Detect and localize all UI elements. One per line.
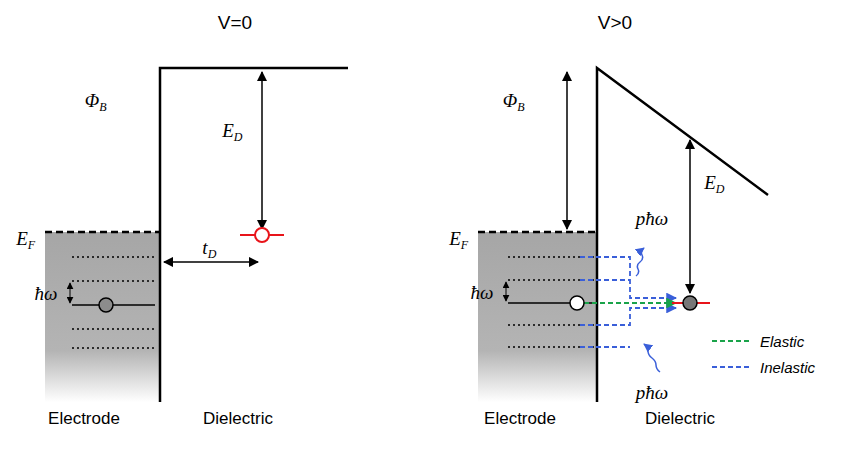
electrode-fill [478,232,597,402]
fermi-line [45,231,160,234]
electron [99,298,113,312]
subscript: B [517,101,524,113]
barrier-height-arrow [566,72,568,229]
region-name: Dielectric [645,410,715,427]
subscript: D [234,131,243,143]
empty-defect [255,228,269,242]
barrier-edge [160,68,348,402]
symbol: E [16,229,28,248]
region-name: Dielectric [203,410,273,427]
inelastic-paths [580,257,676,347]
phonon-energy-arrow [506,282,507,301]
legend-sample-elastic [712,340,752,342]
region-name: Electrode [484,410,556,427]
vacated-state [570,296,584,310]
panel-title: V=0 [218,13,252,32]
electrode-levels [72,257,155,348]
symbol: ħω [35,284,58,303]
legend-text: Elastic [760,334,804,349]
barrier-edge [597,68,768,402]
symbol: ħω [471,283,494,302]
elastic-path [584,302,676,304]
filled-defect [683,296,697,310]
symbol: Φ [503,91,517,110]
symbol: pħω [636,209,668,228]
right-panel [478,68,768,402]
phonon-energy-arrow [70,283,71,303]
electrode-levels [508,257,594,347]
defect-distance-arrow [164,261,258,263]
fermi-line [478,231,597,234]
region-name: Electrode [48,410,120,427]
electrode-fill [45,232,160,402]
absorbed-phonon [644,344,660,372]
subscript: F [461,239,468,251]
symbol: pħω [636,383,668,402]
symbol: t [202,238,207,257]
emitted-phonon [636,248,644,276]
panel-title: V>0 [598,13,632,32]
defect-depth-arrow [261,72,263,229]
subscript: B [99,101,106,113]
symbol: E [222,121,234,140]
subscript: D [716,183,725,195]
symbol: Φ [85,91,99,110]
symbol: E [704,173,716,192]
subscript: F [28,239,35,251]
defect-depth-arrow [689,140,691,293]
subscript: D [208,248,217,260]
legend-text: Inelastic [760,360,815,375]
symbol: E [449,229,461,248]
left-panel [45,68,348,402]
legend-sample-inelastic [712,366,752,368]
